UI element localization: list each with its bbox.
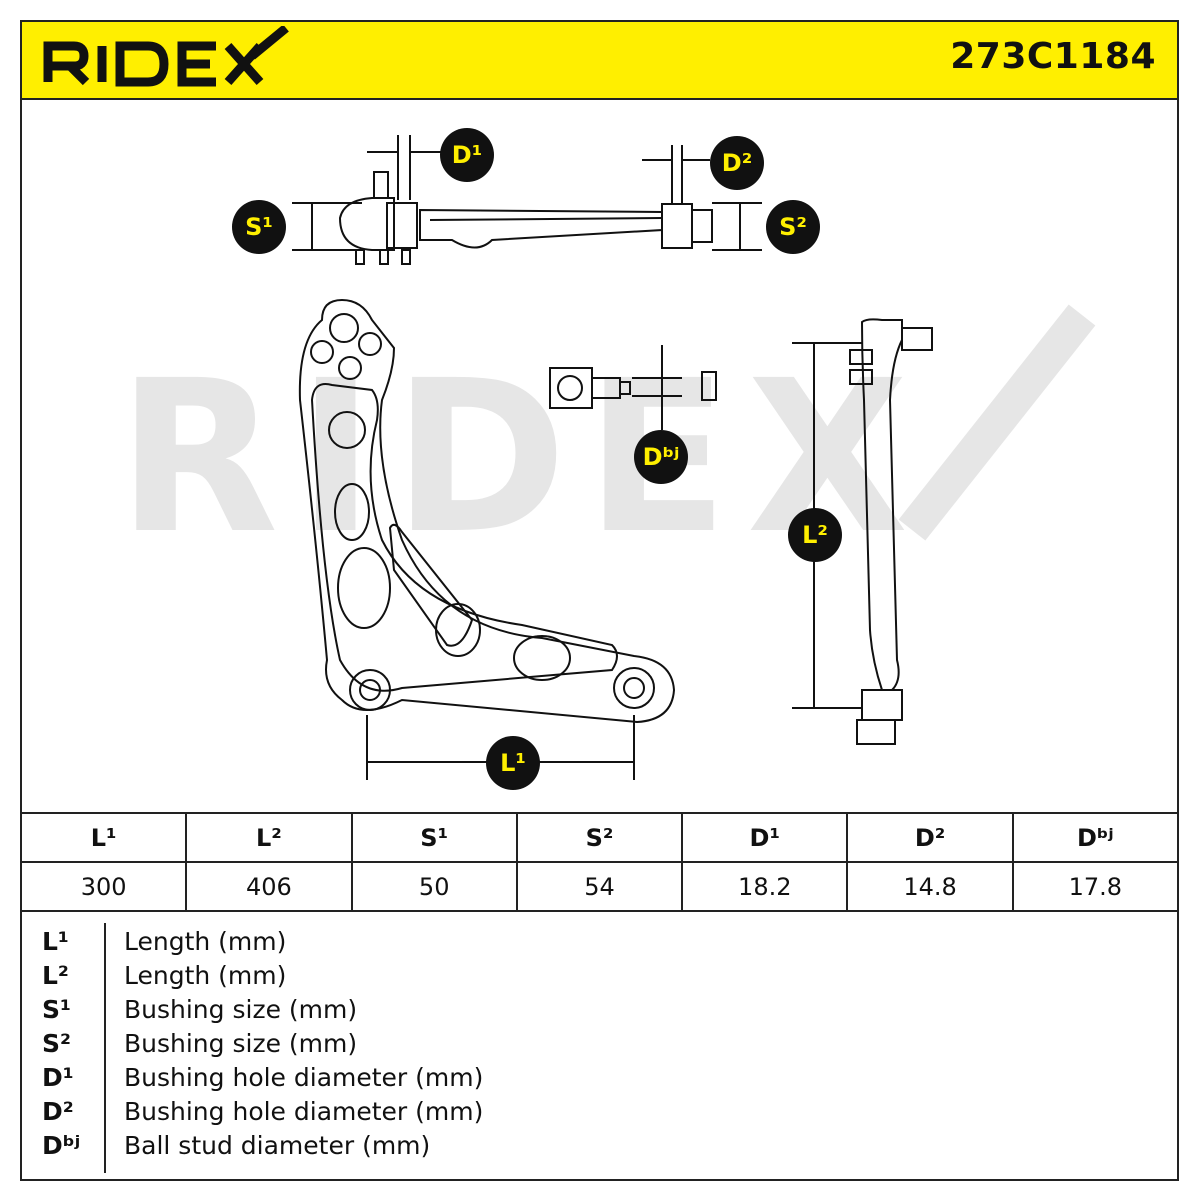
ridex-logo-mark [43, 24, 289, 87]
spec-header-cell: Dᵇʲ [1011, 812, 1180, 863]
legend-description: Bushing size (mm) [124, 995, 358, 1024]
legend-symbol: L² [42, 961, 69, 990]
technical-drawing: RIDEX [22, 100, 1177, 812]
legend: L¹ Length (mm) L² Length (mm) S¹ Bushing… [20, 913, 1179, 1181]
legend-row: S² Bushing size (mm) [20, 1029, 1179, 1063]
legend-symbol: L¹ [42, 927, 69, 956]
watermark-text: RIDEX [117, 335, 927, 580]
arm-top-view [292, 135, 762, 265]
spec-value-cell: 406 [185, 861, 353, 912]
ridex-logo [40, 24, 300, 92]
drawing-svg: RIDEX [117, 135, 1096, 780]
legend-symbol: D¹ [42, 1063, 74, 1092]
badge-l2: L² [788, 508, 842, 562]
legend-divider [104, 923, 106, 1173]
legend-symbol: Dᵇʲ [42, 1131, 81, 1160]
legend-description: Length (mm) [124, 927, 287, 956]
spec-header-cell: S¹ [350, 812, 518, 863]
legend-description: Bushing hole diameter (mm) [124, 1063, 484, 1092]
part-number: 273C1184 [950, 36, 1156, 77]
spec-value-cell: 18.2 [681, 861, 849, 912]
spec-header-row: L¹ L² S¹ S² D¹ D² Dᵇʲ [19, 812, 1180, 863]
arm-front-view [298, 298, 676, 780]
spec-table: L¹ L² S¹ S² D¹ D² Dᵇʲ 300 406 50 54 18.2… [19, 812, 1180, 912]
spec-header-cell: L¹ [19, 812, 188, 863]
legend-row: L¹ Length (mm) [20, 927, 1179, 961]
ball-joint-detail [549, 345, 717, 430]
badge-l1: L¹ [486, 736, 540, 790]
legend-symbol: S¹ [42, 995, 71, 1024]
spec-value-cell: 14.8 [846, 861, 1014, 912]
legend-row: L² Length (mm) [20, 961, 1179, 995]
header-bar [20, 20, 1179, 100]
badge-s2: S² [766, 200, 820, 254]
spec-value-cell: 17.8 [1011, 861, 1180, 912]
legend-row: S¹ Bushing size (mm) [20, 995, 1179, 1029]
legend-row: D¹ Bushing hole diameter (mm) [20, 1063, 1179, 1097]
spec-value-cell: 50 [350, 861, 518, 912]
watermark-slash [898, 304, 1096, 541]
legend-symbol: S² [42, 1029, 71, 1058]
badge-d1: D¹ [440, 128, 494, 182]
spec-value-cell: 300 [19, 861, 188, 912]
legend-row: Dᵇʲ Ball stud diameter (mm) [20, 1131, 1179, 1165]
spec-header-cell: S² [515, 812, 684, 863]
legend-description: Length (mm) [124, 961, 287, 990]
legend-description: Bushing hole diameter (mm) [124, 1097, 484, 1126]
spec-header-cell: D² [846, 812, 1014, 863]
badge-s1: S¹ [232, 200, 286, 254]
spec-header-cell: D¹ [681, 812, 849, 863]
legend-description: Ball stud diameter (mm) [124, 1131, 431, 1160]
legend-description: Bushing size (mm) [124, 1029, 358, 1058]
legend-row: D² Bushing hole diameter (mm) [20, 1097, 1179, 1131]
badge-dbj: Dᵇʲ [634, 430, 688, 484]
spec-value-row: 300 406 50 54 18.2 14.8 17.8 [19, 861, 1180, 912]
spec-header-cell: L² [185, 812, 353, 863]
badge-d2: D² [710, 136, 764, 190]
spec-value-cell: 54 [515, 861, 684, 912]
legend-symbol: D² [42, 1097, 74, 1126]
